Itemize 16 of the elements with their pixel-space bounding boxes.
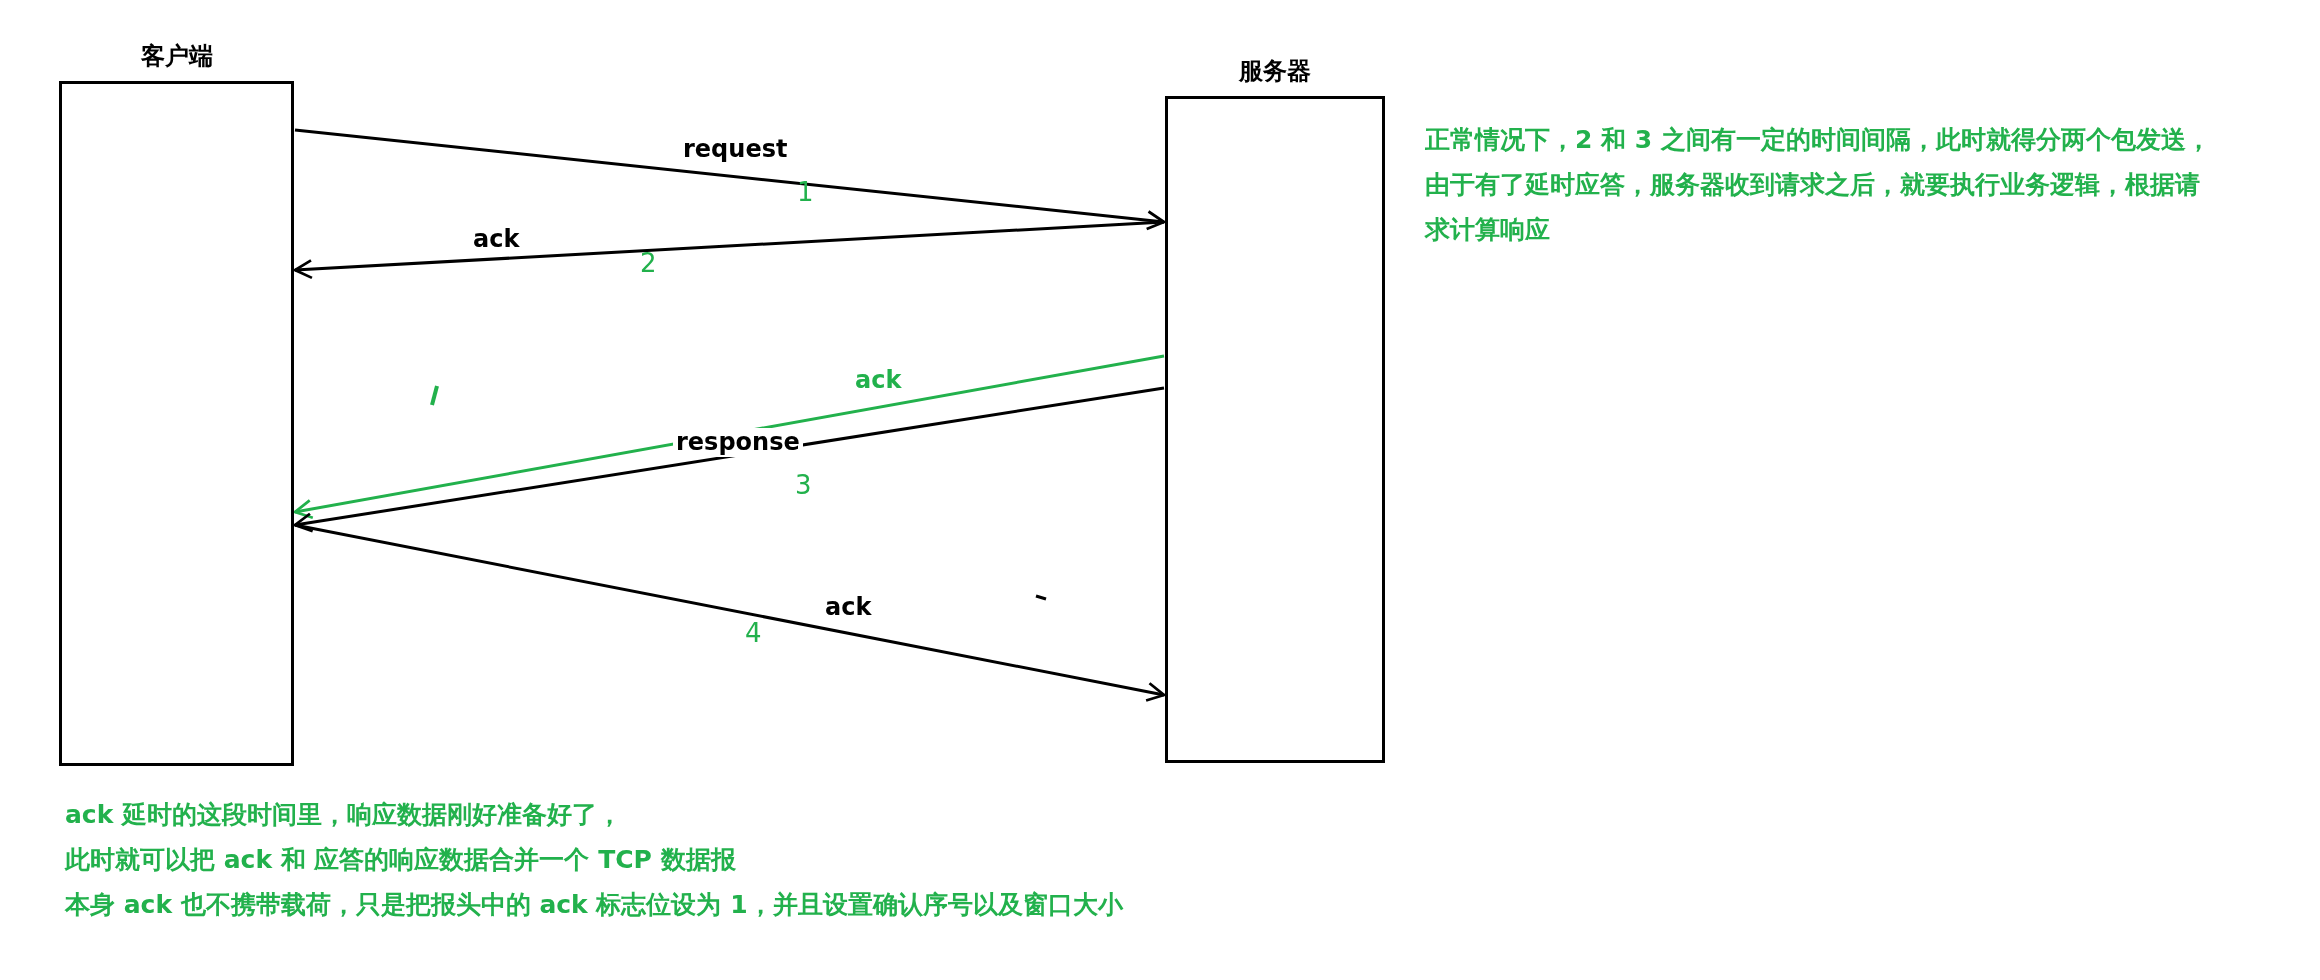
step-number: 1 bbox=[797, 177, 814, 209]
message-arrow bbox=[293, 386, 1165, 533]
note-text: 本身 ack 也不携带载荷，只是把报头中的 ack 标志位设为 1，并且设置确认序号以及窗口大小 bbox=[65, 890, 1123, 920]
message-arrow bbox=[293, 354, 1165, 520]
message-arrow bbox=[294, 523, 1166, 702]
message-arrow bbox=[294, 128, 1166, 231]
edge-label: response bbox=[673, 428, 803, 457]
lifeline-heading: 服务器 bbox=[1237, 56, 1312, 87]
note-text: 此时就可以把 ack 和 应答的响应数据合并一个 TCP 数据报 bbox=[65, 845, 736, 875]
lifeline-heading: 客户端 bbox=[139, 41, 214, 72]
message-arrow bbox=[293, 220, 1165, 280]
step-number: 4 bbox=[745, 618, 762, 650]
note-text: 正常情况下，2 和 3 之间有一定的时间间隔，此时就得分两个包发送，由于有了延时应答，服务器收到请求之后，就要执行业务逻辑，根据请求计算响应 bbox=[1425, 124, 2212, 246]
step-number: 3 bbox=[795, 470, 812, 502]
note-text: ack 延时的这段时间里，响应数据刚好准备好了， bbox=[65, 800, 623, 830]
step-number: 2 bbox=[640, 248, 657, 280]
